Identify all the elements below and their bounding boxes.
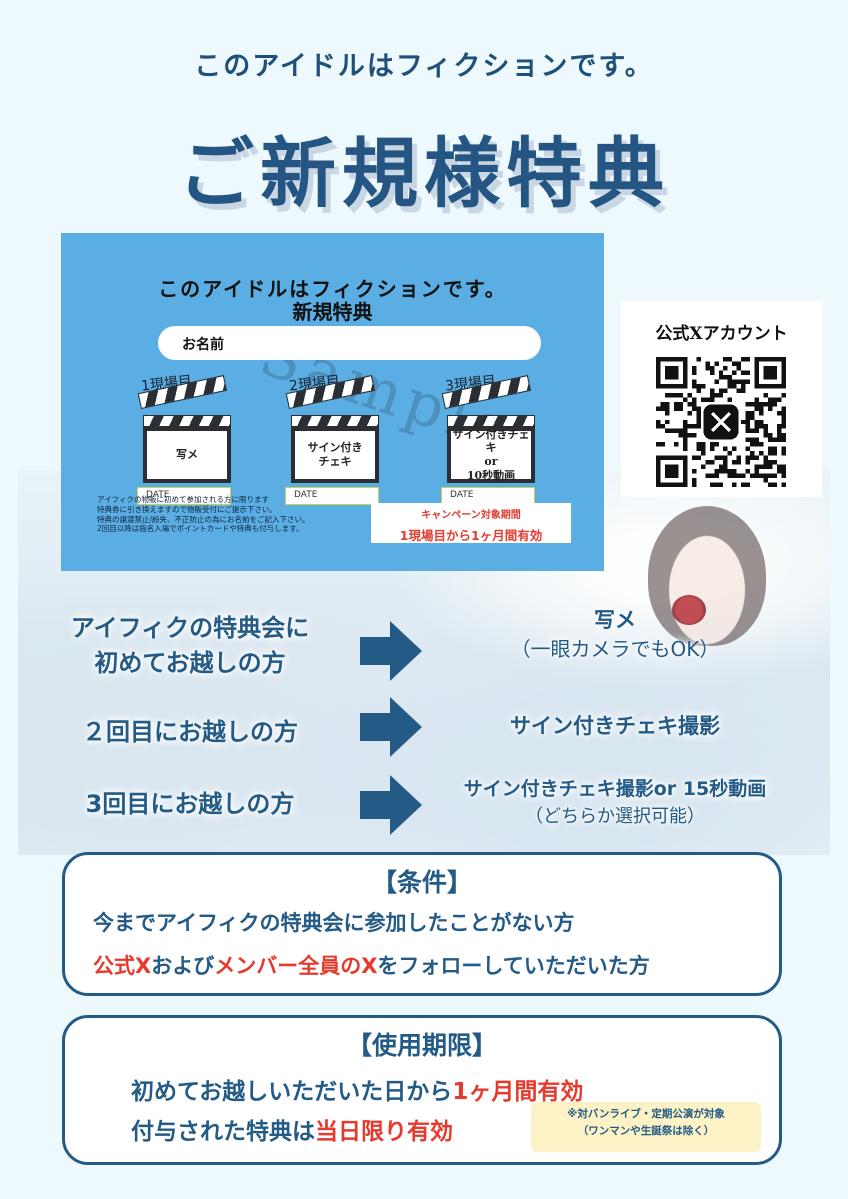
card-subtitle: 新規特典 (292, 300, 373, 324)
arrow-right-icon (360, 621, 422, 681)
card-note: 特典券に引き換えますので物販受付にご提示下さい。 (97, 504, 277, 514)
card-note: 2回目以降は指名入場でポイントカードや特典も付与します。 (97, 524, 304, 534)
flow-row-1-condition: アイフィクの特典会に 初めてお越しの方 (70, 614, 310, 677)
x-logo-icon (703, 404, 739, 440)
visit-2-clapperboard: 2現場目 サイン付き チェキ DATE (281, 373, 381, 505)
qr-title: 公式Xアカウント (655, 324, 788, 344)
condition-line-2: 公式Xおよびメンバー全員のXをフォローしていただいた方 (93, 954, 650, 978)
validity-line-2: 付与された特典は当日限り有効 (131, 1119, 453, 1145)
campaign-title: キャンペーン対象期間 (421, 510, 521, 521)
visit-3-clapperboard: 3現場目 サイン付きチェキ or 10秒動画 DATE (437, 373, 537, 505)
flow-row-2-reward: サイン付きチェキ撮影 (510, 714, 720, 738)
arrow-right-icon (360, 775, 422, 835)
visit-reward: サイン付きチェキ or 10秒動画 (447, 427, 535, 483)
rose-decoration (672, 595, 706, 625)
clapper-bar (291, 415, 379, 427)
condition-line-1: 今までアイフィクの特典会に参加したことがない方 (93, 911, 575, 935)
conditions-box: 【条件】 今までアイフィクの特典会に参加したことがない方 公式Xおよびメンバー全… (62, 852, 782, 996)
card-notes: アイフィクの物販に初めて参加される方に限ります 特典券に引き換えますので物販受付… (97, 495, 397, 534)
card-note: アイフィクの物販に初めて参加される方に限ります (97, 495, 269, 504)
validity-box: 【使用期限】 初めてお越しいただいた日から1ヶ月間有効 付与された特典は当日限り… (62, 1015, 782, 1165)
date-field: DATE (285, 487, 379, 505)
conditions-heading: 【条件】 (371, 868, 472, 897)
flow-row-2-condition: ２回目にお越しの方 (82, 718, 298, 746)
card-note: 特典の譲渡禁止/紛失、不正防止の為にお名前をご記入下さい。 (97, 514, 310, 524)
validity-line-1: 初めてお越しいただいた日から1ヶ月間有効 (131, 1079, 584, 1105)
event-note-badge: ※対バンライブ・定期公演が対象 （ワンマンや生誕祭は除く） (531, 1102, 761, 1152)
card-title: このアイドルはフィクションです。 (158, 277, 507, 301)
page-title: ご新規様特典 (178, 129, 670, 218)
sample-benefit-card: Sample このアイドルはフィクションです。 新規特典 お名前 1現場目 写メ… (61, 233, 604, 571)
member-photo (648, 506, 766, 646)
clapper-bar (143, 415, 231, 427)
name-field: お名前 (158, 326, 541, 360)
flow-row-3-condition: 3回目にお越しの方 (85, 790, 295, 818)
campaign-period-badge: キャンペーン対象期間 1現場目から1ヶ月間有効 (371, 503, 571, 543)
flow-row-3-reward: サイン付きチェキ撮影or 15秒動画 （どちらか選択可能） (463, 778, 767, 827)
validity-heading: 【使用期限】 (346, 1031, 497, 1060)
page-subtitle: このアイドルはフィクションです。 (194, 51, 654, 82)
official-x-qr-block: 公式Xアカウント (621, 301, 822, 497)
arrow-right-icon (360, 697, 422, 757)
name-field-label: お名前 (182, 337, 224, 353)
qr-code[interactable] (656, 357, 786, 487)
flow-row-1-reward: 写メ （一眼カメラでもOK） (510, 608, 720, 662)
clapper-bar (447, 415, 535, 427)
visit-1-clapperboard: 1現場目 写メ DATE (133, 373, 233, 505)
visit-reward: サイン付き チェキ (291, 427, 379, 483)
campaign-period: 1現場目から1ヶ月間有効 (399, 528, 543, 543)
date-field: DATE (137, 487, 231, 505)
visit-reward: 写メ (143, 427, 231, 483)
